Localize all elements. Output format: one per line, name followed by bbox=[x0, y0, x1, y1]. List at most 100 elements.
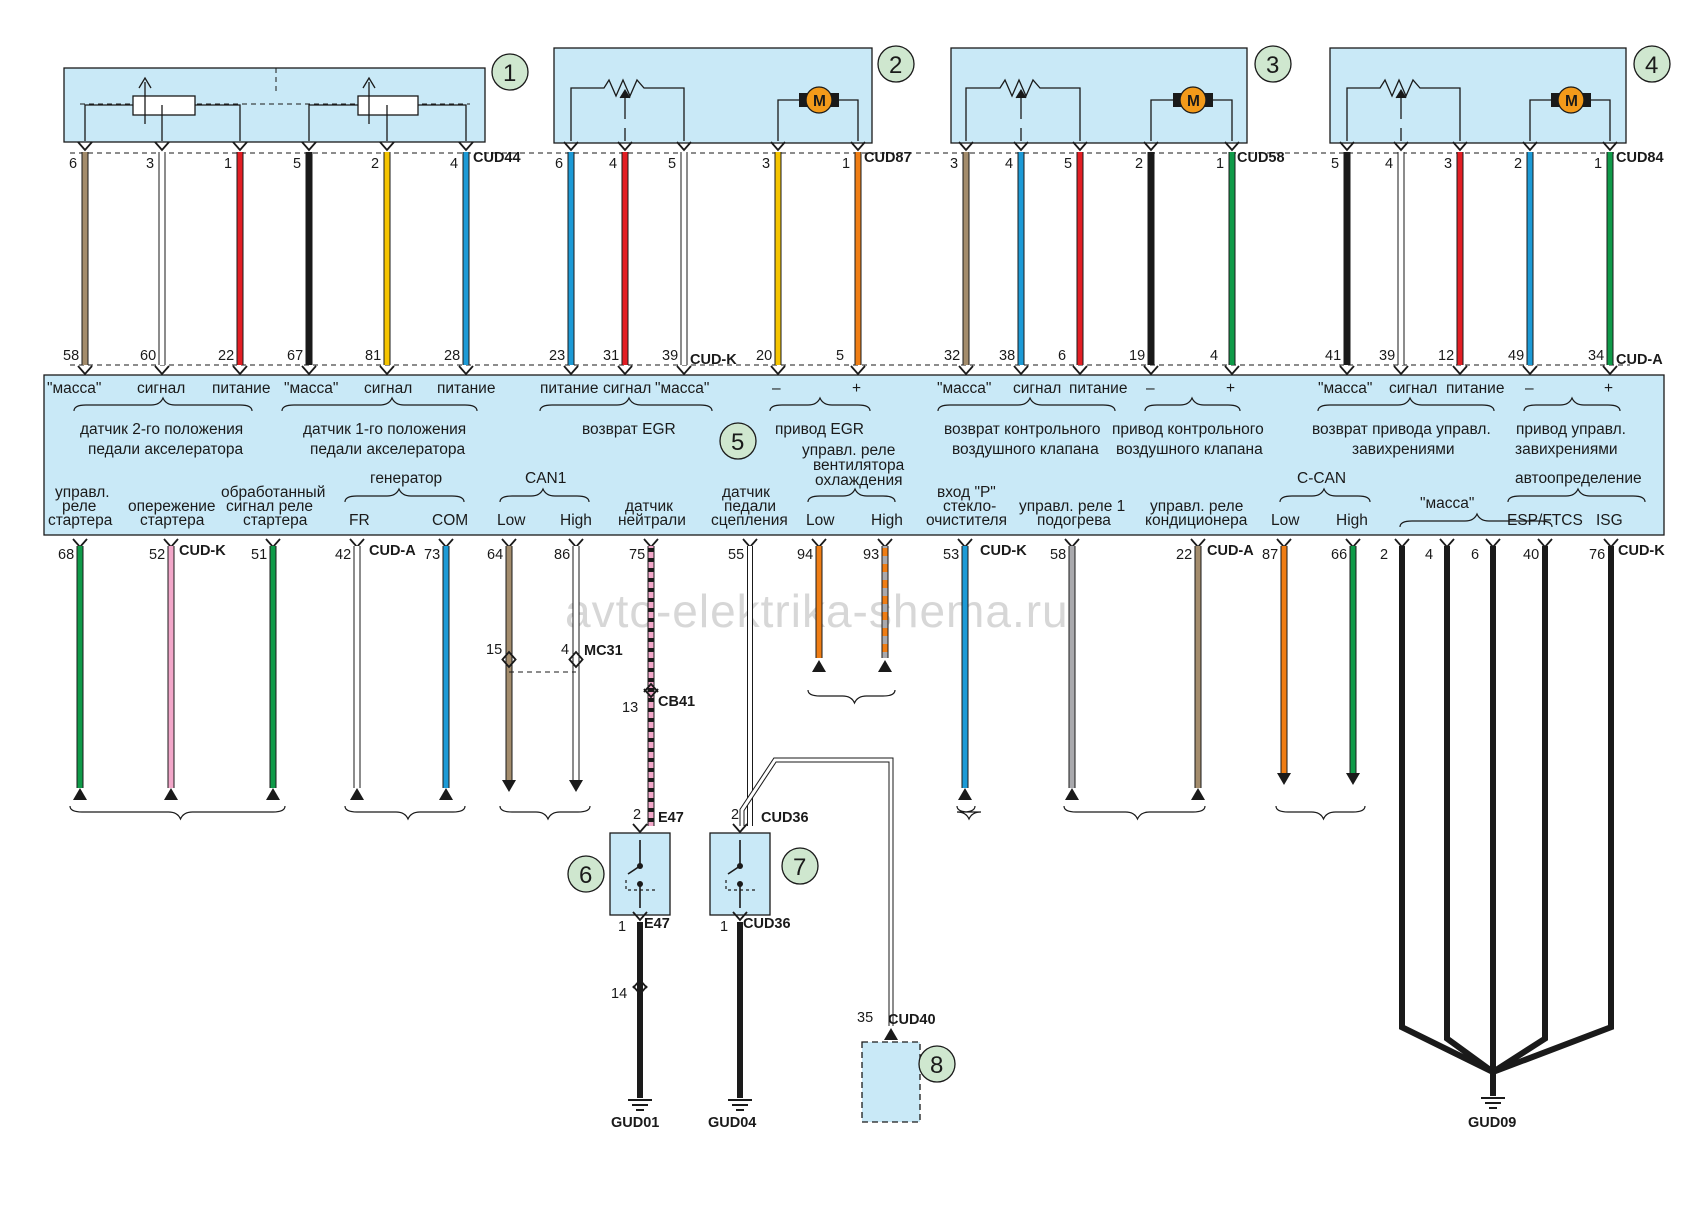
mc31-chevron-b bbox=[568, 658, 584, 669]
e47-bottom-chevron bbox=[632, 911, 648, 922]
mc31-pin-a: 15 bbox=[486, 642, 502, 658]
callout-3: 3 bbox=[1254, 45, 1292, 83]
ecu-pin-bottom-13: 58 bbox=[1050, 547, 1066, 563]
bottom-chevron-8 bbox=[643, 538, 659, 549]
label-wiper-2: стекло- bbox=[943, 498, 996, 515]
mc31-chevron-b2 bbox=[568, 650, 584, 661]
connector-cud58: CUD58 bbox=[1237, 150, 1285, 166]
ecu-label-13: сигнал bbox=[1013, 380, 1061, 397]
connector-chevron-top-3 bbox=[232, 141, 248, 152]
wire-end-15 bbox=[1277, 773, 1291, 785]
label-clutch-1: датчик bbox=[722, 484, 770, 501]
label-clutch-2: педали bbox=[724, 498, 776, 515]
e47-pin-bottom: 1 bbox=[618, 919, 626, 935]
top-pin-labels: 6583601225672814286234315393201533243856… bbox=[63, 156, 1604, 364]
connector-chevron-ecu-10 bbox=[770, 365, 786, 376]
connector-chevron-top-4 bbox=[301, 141, 317, 152]
module-pin-21: 1 bbox=[1594, 156, 1602, 172]
cud36-switch-link bbox=[725, 880, 756, 891]
ground-wire-1 bbox=[1399, 546, 1495, 1075]
ecu-pin-top-4: 67 bbox=[287, 348, 303, 364]
wire-end-13 bbox=[1065, 788, 1079, 800]
label-fan-high: High bbox=[871, 512, 903, 529]
ecu-label-12: "масса" bbox=[937, 380, 991, 397]
ecu-label-10: – bbox=[772, 380, 781, 397]
ecu-pin-top-1: 58 bbox=[63, 348, 79, 364]
connector-chevron-ecu-15 bbox=[1143, 365, 1159, 376]
connector-chevron-top-10 bbox=[770, 141, 786, 152]
ecu-pin-bottom-9: 55 bbox=[728, 547, 744, 563]
connector-cud-a-b2: CUD-A bbox=[1207, 543, 1254, 559]
ecu-pin-top-16: 4 bbox=[1210, 348, 1218, 364]
ecu-pin-bottom-14: 22 bbox=[1176, 547, 1192, 563]
connector-cud-k-b3: CUD-K bbox=[1618, 543, 1665, 559]
connector-chevron-ecu-8 bbox=[617, 365, 633, 376]
e47-contact-dot-1 bbox=[637, 863, 643, 869]
wire-cud40 bbox=[740, 758, 893, 1026]
connector-cud84: CUD84 bbox=[1616, 150, 1664, 166]
cud36-pin-bottom: 1 bbox=[720, 919, 728, 935]
ecu-pin-top-18: 39 bbox=[1379, 348, 1395, 364]
gnd14-chevron-2 bbox=[632, 978, 648, 989]
motor-label-swirl: M bbox=[1565, 93, 1578, 110]
group-swirl-return-line1: возврат привода управл. bbox=[1312, 421, 1491, 438]
group-egr-return: возврат EGR bbox=[582, 421, 676, 438]
connector-chevron-top-12 bbox=[958, 141, 974, 152]
connector-chevron-top-11 bbox=[850, 141, 866, 152]
bottom-chevron-14 bbox=[1190, 538, 1206, 549]
connector-chevron-top-7 bbox=[563, 141, 579, 152]
ecu-pin-bottom-11: 93 bbox=[863, 547, 879, 563]
air-valve-module: M bbox=[950, 47, 1248, 144]
ecu-pin-top-5: 81 bbox=[365, 348, 381, 364]
module-pin-15: 2 bbox=[1135, 156, 1143, 172]
ecu-pin-bottom-4: 42 bbox=[335, 547, 351, 563]
label-fr: FR bbox=[349, 512, 370, 529]
bottom-chevron-13 bbox=[1064, 538, 1080, 549]
connector-cud-k-b1: CUD-K bbox=[179, 543, 226, 559]
connector-chevron-top-8 bbox=[617, 141, 633, 152]
ecu-pin-bottom-21: 76 bbox=[1589, 547, 1605, 563]
cud40-pin: 35 bbox=[857, 1010, 873, 1026]
ground-gud09: GUD09 bbox=[1468, 1115, 1516, 1131]
connector-chevron-top-19 bbox=[1452, 141, 1468, 152]
mc31-chevron-a bbox=[501, 658, 517, 669]
callout-2: 2 bbox=[877, 45, 915, 83]
connector-chevron-ecu-19 bbox=[1452, 365, 1468, 376]
cud36-contact-dot-1 bbox=[737, 863, 743, 869]
connector-chevron-top-5 bbox=[379, 141, 395, 152]
connector-chevron-top-9 bbox=[676, 141, 692, 152]
ecu-label-11: + bbox=[852, 380, 861, 397]
ground-wire-5 bbox=[1491, 546, 1614, 1075]
group-pedal2-line1: датчик 2-го положения bbox=[80, 421, 243, 438]
ecu-pin-top-7: 23 bbox=[549, 348, 565, 364]
bottom-braces bbox=[344, 487, 1646, 528]
gud09-ground-symbol bbox=[1481, 1097, 1505, 1109]
connector-cud87: CUD87 bbox=[864, 150, 912, 166]
bottom-chevron-3 bbox=[265, 538, 281, 549]
ecu-top-groups: датчик 2-го положения педали акселератор… bbox=[80, 421, 1626, 458]
end-brace-6 bbox=[1063, 805, 1206, 821]
module-pin-11: 1 bbox=[842, 156, 850, 172]
top-wires bbox=[77, 141, 1618, 376]
ecu-pin-top-19: 12 bbox=[1438, 348, 1454, 364]
callout-2-number: 2 bbox=[889, 52, 902, 79]
motor-label-egr: M bbox=[813, 93, 826, 110]
label-can1-low: Low bbox=[497, 512, 526, 529]
group-swirl-drive-line1: привод управл. bbox=[1516, 421, 1626, 438]
ecu-pin-bottom-6: 64 bbox=[487, 547, 503, 563]
wire-end-4 bbox=[350, 788, 364, 800]
group-swirl-drive-line2: завихрениями bbox=[1515, 441, 1618, 458]
connector-chevron-ecu-14 bbox=[1072, 365, 1088, 376]
wire-end-7 bbox=[569, 780, 583, 792]
connector-chevron-top-13 bbox=[1013, 141, 1029, 152]
label-advance-2: стартера bbox=[140, 512, 205, 529]
cud40-arrow bbox=[884, 1028, 898, 1040]
ecu-bottom-labels: управл. реле стартера опережение стартер… bbox=[48, 484, 1623, 529]
swirl-module: M bbox=[1329, 47, 1627, 144]
ecu-label-6: питание bbox=[437, 380, 495, 397]
group-pedal2-line2: педали акселератора bbox=[88, 441, 244, 458]
cud40-name: CUD40 bbox=[888, 1012, 936, 1028]
module-pin-1: 6 bbox=[69, 156, 77, 172]
ecu-pin-top-17: 41 bbox=[1325, 348, 1341, 364]
cb41-pin: 13 bbox=[622, 700, 638, 716]
